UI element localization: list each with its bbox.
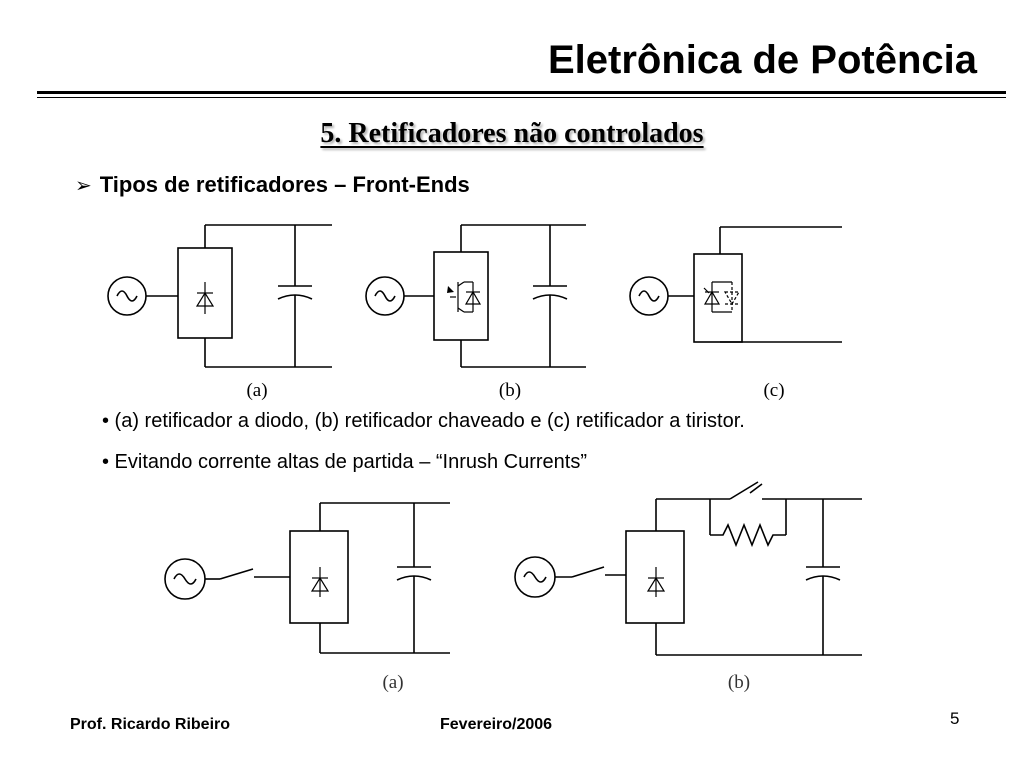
circuit-c-thyristor-rectifier <box>629 226 842 343</box>
section-title: 5. Retificadores não controlados <box>320 118 704 149</box>
bullet-main: ➢ Tipos de retificadores – Front-Ends <box>75 172 470 198</box>
inrush-circuits-figure: (a) (b) <box>164 481 862 693</box>
sine-wave-icon <box>374 290 396 302</box>
switch-transistor-icon <box>447 281 473 313</box>
sub-bullet-inrush-currents: • Evitando corrente altas de partida – “… <box>102 451 588 473</box>
bypass-switch-icon <box>710 481 786 500</box>
sine-wave-icon <box>523 571 547 583</box>
slide-title: Eletrônica de Potência <box>547 38 977 82</box>
caption-bottom-a: (a) <box>382 672 403 693</box>
circuit-b-switched-rectifier <box>365 224 586 368</box>
diode-icon <box>195 282 215 314</box>
resistor-icon <box>710 522 786 548</box>
caption-c: (c) <box>763 380 784 401</box>
header-rule-thick <box>37 91 1006 94</box>
capacitor-icon <box>277 225 313 367</box>
circuit-a-diode-rectifier <box>107 224 332 368</box>
arrow-bullet-icon: ➢ <box>75 173 92 197</box>
capacitor-icon <box>805 499 841 655</box>
sine-wave-icon <box>173 573 197 585</box>
caption-a: (a) <box>246 380 267 401</box>
front-end-circuits-figure: (a) (b) (c) <box>107 224 842 401</box>
thyristor-icon <box>703 281 741 313</box>
circuit-inrush-b <box>514 481 862 656</box>
bridge-block <box>625 530 685 624</box>
diode-icon <box>310 567 330 597</box>
page-number: 5 <box>950 709 960 728</box>
sine-wave-icon <box>116 290 138 302</box>
caption-b: (b) <box>499 380 521 401</box>
bridge-block <box>693 253 743 343</box>
bullet-main-text: Tipos de retificadores – Front-Ends <box>99 172 470 197</box>
sine-wave-icon <box>638 290 660 302</box>
capacitor-icon <box>396 503 432 653</box>
switch-icon <box>219 568 254 580</box>
diode-icon <box>464 282 482 312</box>
circuit-inrush-a <box>164 502 450 654</box>
footer-author: Prof. Ricardo Ribeiro <box>70 716 231 733</box>
bridge-block <box>433 251 489 341</box>
diode-icon <box>646 567 666 597</box>
header-rule-thin <box>37 97 1006 98</box>
capacitor-icon <box>532 225 568 367</box>
bridge-block <box>289 530 349 624</box>
switch-icon <box>571 566 605 578</box>
caption-bottom-b: (b) <box>728 672 750 693</box>
sub-bullet-rectifier-types: • (a) retificador a diodo, (b) retificad… <box>102 410 745 432</box>
footer-date: Fevereiro/2006 <box>440 716 553 733</box>
